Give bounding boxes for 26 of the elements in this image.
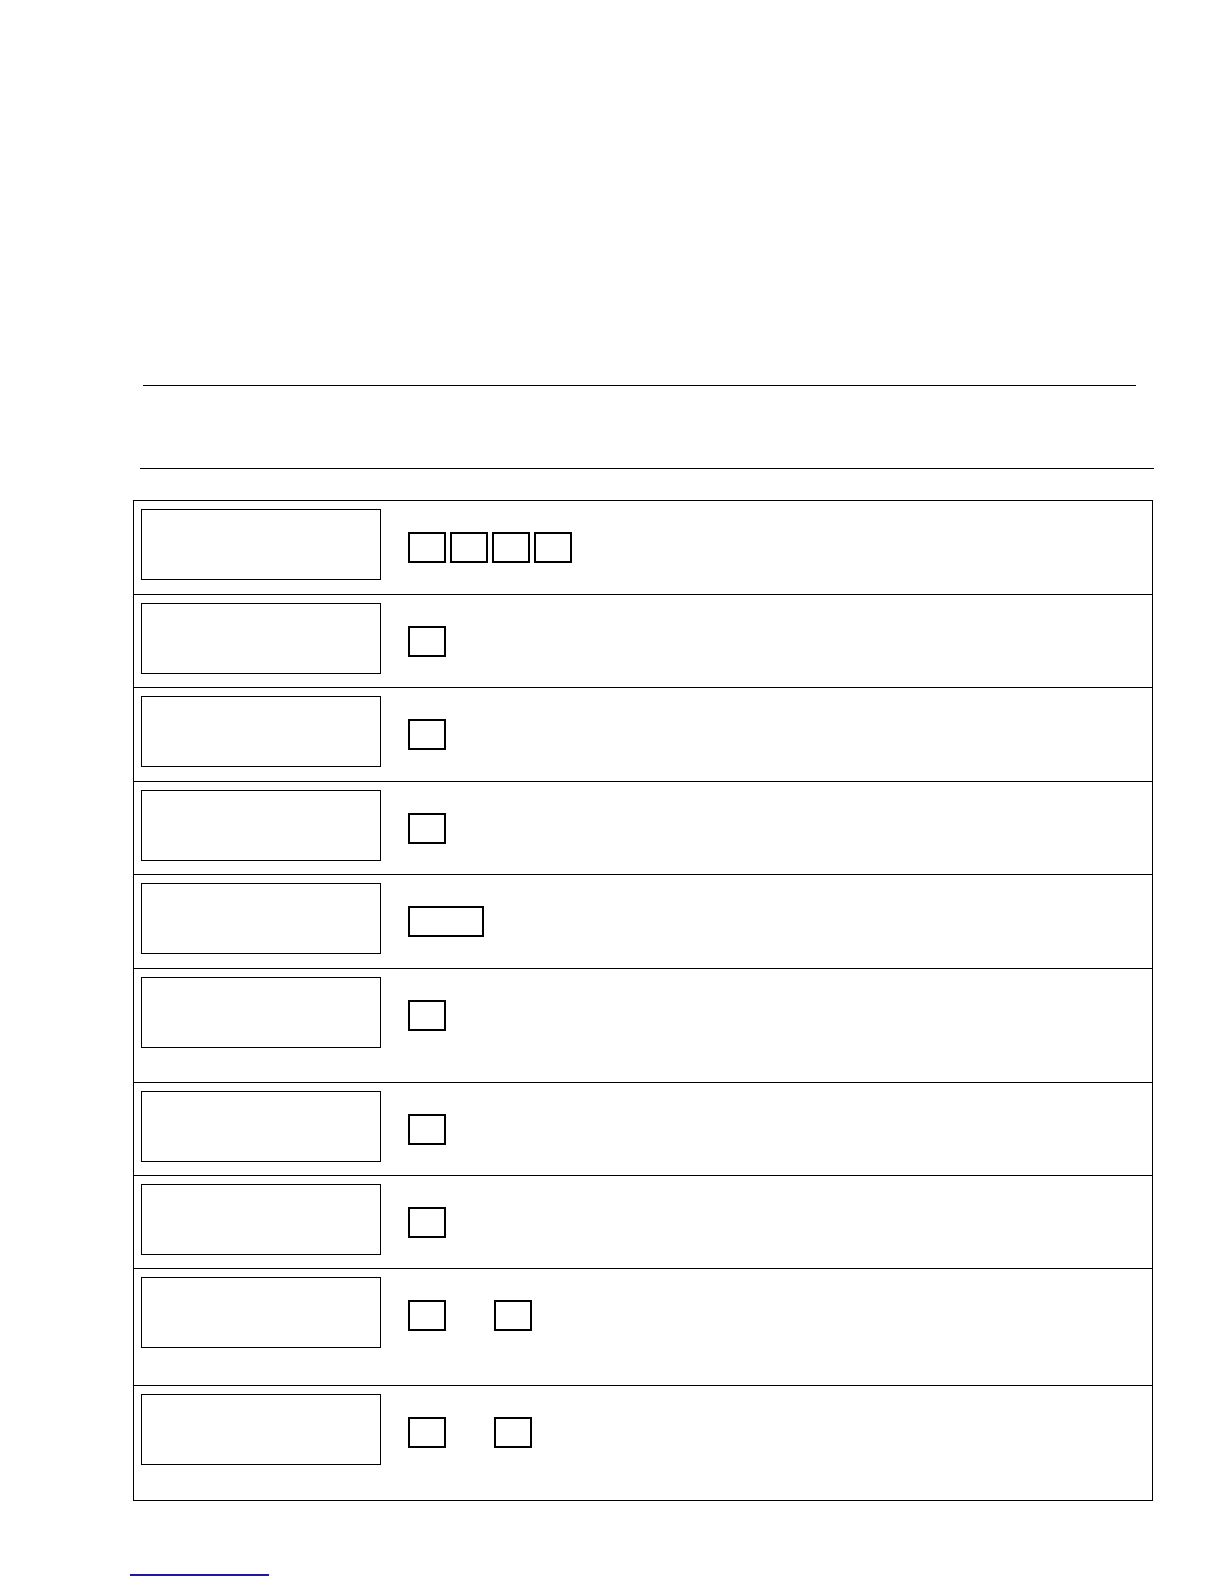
answer-box xyxy=(408,1207,446,1238)
input-field xyxy=(141,1091,381,1162)
answer-box xyxy=(408,626,446,657)
answer-box xyxy=(408,906,484,937)
form-table xyxy=(133,500,1153,1501)
input-field xyxy=(141,883,381,954)
input-field xyxy=(141,509,381,580)
answer-box xyxy=(534,532,572,563)
answer-box xyxy=(492,532,530,563)
answer-box xyxy=(408,532,446,563)
answer-box xyxy=(408,1417,446,1448)
answer-box xyxy=(408,1114,446,1145)
input-field xyxy=(141,696,381,767)
input-field xyxy=(141,1394,381,1465)
answer-box xyxy=(494,1417,532,1448)
input-field xyxy=(141,1277,381,1348)
input-field xyxy=(141,790,381,861)
answer-box xyxy=(408,813,446,844)
input-field xyxy=(141,1184,381,1255)
answer-box xyxy=(408,1000,446,1031)
answer-box xyxy=(408,1300,446,1331)
answer-box xyxy=(494,1300,532,1331)
input-field xyxy=(141,603,381,674)
answer-box xyxy=(450,532,488,563)
answer-box xyxy=(408,719,446,750)
input-field xyxy=(141,977,381,1048)
